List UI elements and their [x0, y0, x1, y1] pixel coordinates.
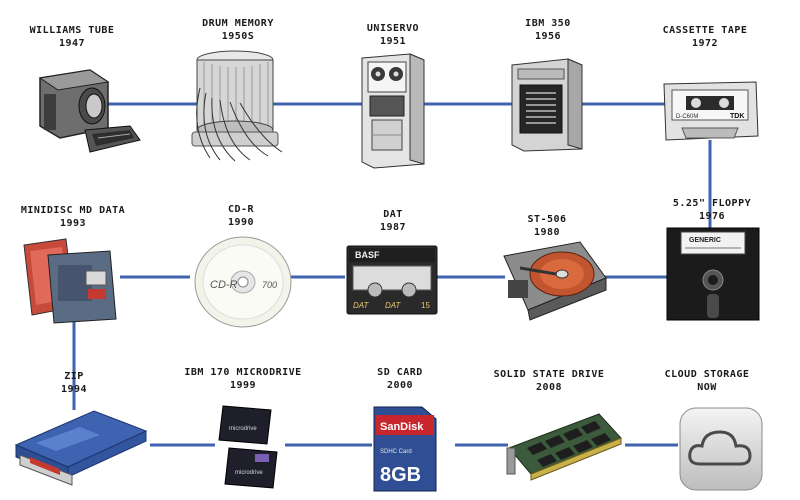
sd-brand-text: SanDisk [380, 421, 424, 433]
cd-r-illustration: CD-R 700 [194, 236, 292, 328]
node-name: IBM 170 MICRODRIVE [184, 367, 302, 378]
sd-card-illustration: SanDisk SDHC Card 8GB [373, 406, 437, 492]
node-label-sd-card: SD CARD 2000 [325, 366, 475, 392]
node-date: 1993 [59, 218, 87, 229]
node-date: 1956 [534, 31, 562, 42]
node-label-minidisc: MINIDISC MD DATA 1993 [0, 204, 148, 230]
node-date: 1951 [379, 36, 407, 47]
cassette-tape-illustration: TDK D-C60M [663, 81, 759, 141]
dat-sub-text: DAT [385, 301, 402, 310]
node-name: CASSETTE TAPE [662, 25, 748, 36]
st-506-illustration [503, 241, 607, 321]
microdrive-illustration: microdrive microdrive [218, 405, 278, 489]
node-name: CD-R [227, 204, 255, 215]
cd-label-text: CD-R [210, 279, 238, 291]
node-date: 1980 [533, 227, 561, 238]
floppy-brand-text: GENERIC [689, 237, 721, 244]
floppy-illustration: GENERIC [666, 227, 760, 321]
node-date: 1990 [227, 217, 255, 228]
node-name: DRUM MEMORY [202, 18, 274, 29]
drum-memory-illustration [191, 50, 283, 162]
node-name: DAT [383, 209, 403, 220]
dat-illustration: BASF DAT DAT 15 [346, 245, 438, 315]
node-date: 1976 [698, 211, 726, 222]
node-label-floppy: 5.25" FLOPPY 1976 [637, 197, 787, 223]
node-label-cassette-tape: CASSETTE TAPE 1972 [630, 24, 780, 50]
node-name: WILLIAMS TUBE [29, 25, 115, 36]
cd-minutes-text: 700 [262, 280, 277, 290]
node-label-st-506: ST-506 1980 [472, 213, 622, 239]
cassette-model-text: D-C60M [676, 114, 698, 120]
node-label-cloud: CLOUD STORAGE NOW [632, 368, 782, 394]
node-name: IBM 350 [525, 18, 571, 29]
node-date: 1947 [58, 38, 86, 49]
dat-text: DAT [353, 301, 370, 310]
node-label-microdrive: IBM 170 MICRODRIVE 1999 [168, 366, 318, 392]
node-date: 1972 [691, 38, 719, 49]
node-date: 1950S [221, 31, 255, 42]
node-date: 1999 [229, 380, 257, 391]
williams-tube-illustration [38, 69, 141, 153]
node-label-ibm-350: IBM 350 1956 [473, 17, 623, 43]
node-label-dat: DAT 1987 [318, 208, 468, 234]
sd-capacity-text: 8GB [380, 464, 421, 486]
node-name: ZIP [64, 371, 84, 382]
node-name: SD CARD [377, 367, 423, 378]
dat-length-text: 15 [421, 301, 430, 310]
node-label-drum-memory: DRUM MEMORY 1950S [163, 17, 313, 43]
node-name: 5.25" FLOPPY [672, 198, 752, 209]
uniservo-illustration [361, 53, 425, 169]
node-label-zip: ZIP 1994 [0, 370, 149, 396]
microdrive-brand-text: microdrive [229, 426, 257, 432]
node-name: SOLID STATE DRIVE [493, 369, 605, 380]
ibm-350-illustration [511, 58, 583, 152]
dat-brand-text: BASF [355, 250, 380, 260]
node-date: 2000 [386, 380, 414, 391]
node-name: CLOUD STORAGE [664, 369, 750, 380]
node-label-williams-tube: WILLIAMS TUBE 1947 [0, 24, 147, 50]
node-name: UNISERVO [366, 23, 420, 34]
cloud-icon [688, 430, 752, 466]
node-date: NOW [697, 382, 717, 393]
zip-drive-illustration [14, 410, 148, 486]
node-date: 1994 [60, 384, 88, 395]
cloud-storage-illustration [679, 407, 763, 491]
node-label-cd-r: CD-R 1990 [166, 203, 316, 229]
node-label-uniservo: UNISERVO 1951 [318, 22, 468, 48]
microdrive-brand-text-2: microdrive [235, 470, 263, 476]
sd-type-text: SDHC Card [380, 449, 412, 455]
minidisc-illustration [23, 238, 117, 324]
node-name: MINIDISC MD DATA [20, 205, 126, 216]
node-name: ST-506 [527, 214, 567, 225]
node-date: 1987 [379, 222, 407, 233]
node-label-ssd: SOLID STATE DRIVE 2008 [474, 368, 624, 394]
cassette-brand-text: TDK [730, 113, 744, 120]
node-date: 2008 [535, 382, 563, 393]
ssd-illustration [506, 413, 622, 481]
